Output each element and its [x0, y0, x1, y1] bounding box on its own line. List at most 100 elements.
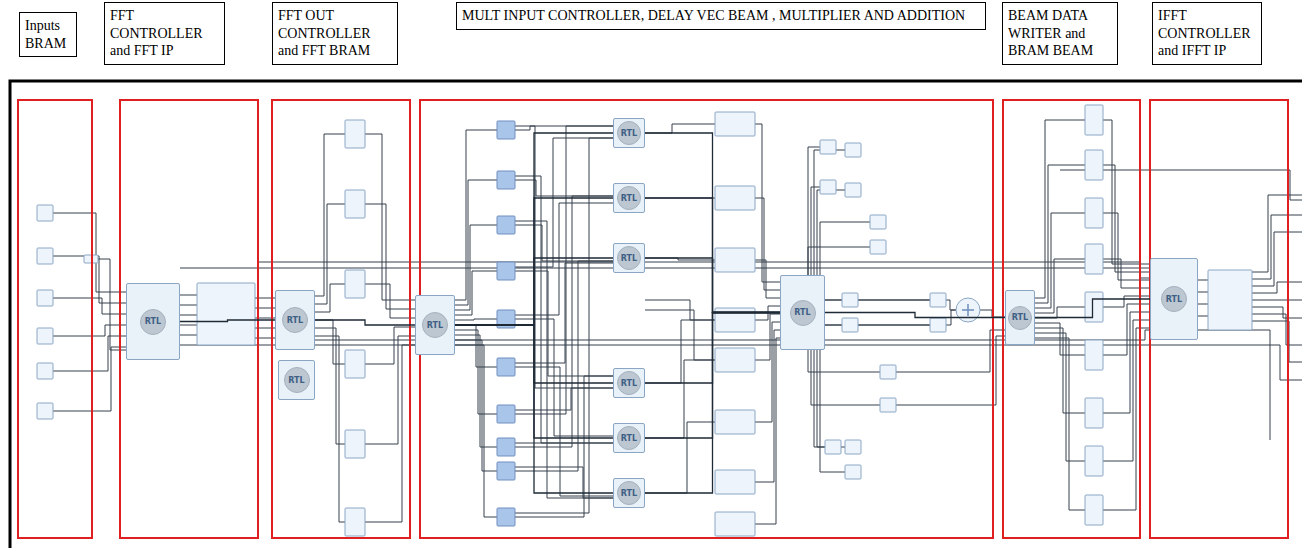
signal-wire [53, 256, 126, 303]
rtl-icon: RTL [1008, 306, 1032, 330]
signal-wire [180, 268, 1150, 269]
module-connection [645, 133, 780, 313]
delay-vector-block [497, 462, 515, 480]
delay-vector-block [497, 216, 515, 234]
rtl-label: RTL [621, 129, 637, 138]
wire-group [53, 120, 1302, 524]
signal-wire [1198, 304, 1208, 305]
ip-block [820, 140, 836, 154]
rtl-icon: RTL [422, 312, 448, 338]
signal-wire [515, 367, 613, 496]
signal-wire [180, 335, 197, 336]
signal-wire [1103, 312, 1150, 413]
ip-block [37, 290, 53, 306]
signal-wire [858, 300, 930, 301]
signal-wire [515, 196, 613, 447]
delay-vector-block [497, 171, 515, 189]
ip-block [825, 440, 841, 454]
signal-wire [515, 180, 613, 196]
signal-wire [1252, 307, 1302, 318]
signal-wire [817, 285, 930, 300]
delay-vector-block [497, 438, 515, 456]
ip-block [845, 465, 861, 479]
signal-wire [180, 305, 197, 306]
rtl-icon: RTL [617, 426, 641, 450]
signal-wire [515, 126, 613, 130]
signal-wire [1035, 165, 1085, 303]
rtl-module-block: RTL [613, 183, 645, 213]
rtl-module-block: RTL [613, 423, 645, 453]
rtl-module-block: RTL [275, 290, 315, 350]
section-heading-box: BEAM DATA WRITER and BRAM BEAM [1002, 2, 1118, 65]
signal-wire [1252, 321, 1302, 362]
signal-wire [645, 320, 715, 383]
delay-vector-block [497, 508, 515, 526]
module-connection [455, 133, 613, 325]
signal-wire [645, 360, 715, 438]
ip-block [845, 183, 861, 197]
rtl-icon: RTL [140, 309, 166, 335]
signal-wire [1252, 195, 1302, 272]
ip-block [1085, 398, 1103, 428]
signal-wire [455, 340, 497, 471]
signal-wire [755, 198, 780, 290]
delay-vector-block [497, 121, 515, 139]
rtl-module-block: RTL [613, 368, 645, 398]
delay-vector-block [497, 358, 515, 376]
ip-block [715, 308, 755, 332]
signal-wire [515, 126, 613, 388]
signal-wire [515, 176, 613, 443]
signal-wire [315, 284, 345, 312]
rtl-label: RTL [288, 376, 304, 385]
ip-block [715, 112, 755, 136]
rtl-label: RTL [1166, 295, 1182, 304]
signal-wire [515, 263, 613, 363]
region-outline [120, 100, 258, 538]
signal-wire [755, 338, 780, 524]
signal-wire [1103, 213, 1150, 280]
signal-wire [1198, 292, 1208, 293]
rtl-label: RTL [287, 316, 303, 325]
module-connection [825, 313, 1005, 318]
signal-wire [515, 388, 613, 410]
signal-wire [455, 271, 497, 315]
signal-wire [755, 124, 780, 282]
signal-wire [645, 124, 715, 133]
rtl-module-block: RTL [415, 295, 455, 355]
section-heading: FFT OUT CONTROLLER and FFT BRAM [278, 7, 392, 60]
section-heading: Inputs BRAM [25, 17, 71, 52]
signal-wire [455, 180, 497, 305]
module-connection [455, 325, 613, 493]
rtl-label: RTL [621, 194, 637, 203]
ip-block [880, 398, 896, 412]
signal-wire [755, 260, 780, 298]
signal-wire [180, 325, 197, 326]
signal-wire [515, 221, 613, 498]
rtl-icon: RTL [282, 307, 308, 333]
module-connection [645, 313, 780, 494]
delay-vector-block [497, 405, 515, 423]
rtl-module-block: RTL [780, 275, 825, 350]
signal-wire [515, 271, 613, 376]
rtl-label: RTL [794, 308, 810, 317]
ip-block [345, 350, 365, 378]
ip-block [870, 240, 886, 254]
module-connection [645, 258, 780, 313]
signal-wire [1103, 165, 1150, 272]
signal-wire [180, 295, 197, 296]
adder-symbol [956, 298, 980, 322]
rtl-module-block: RTL [1005, 290, 1035, 345]
signal-wire [1103, 120, 1150, 264]
signal-wire [1035, 120, 1085, 298]
ip-block [37, 328, 53, 344]
ip-block [870, 215, 886, 229]
rtl-icon: RTL [617, 121, 641, 145]
signal-wire [515, 443, 613, 444]
ip-block [820, 180, 836, 194]
signal-wire [820, 222, 870, 317]
signal-wire [315, 134, 345, 296]
module-connection [455, 258, 613, 325]
signal-wire [1035, 333, 1085, 461]
signal-wire [53, 336, 126, 371]
